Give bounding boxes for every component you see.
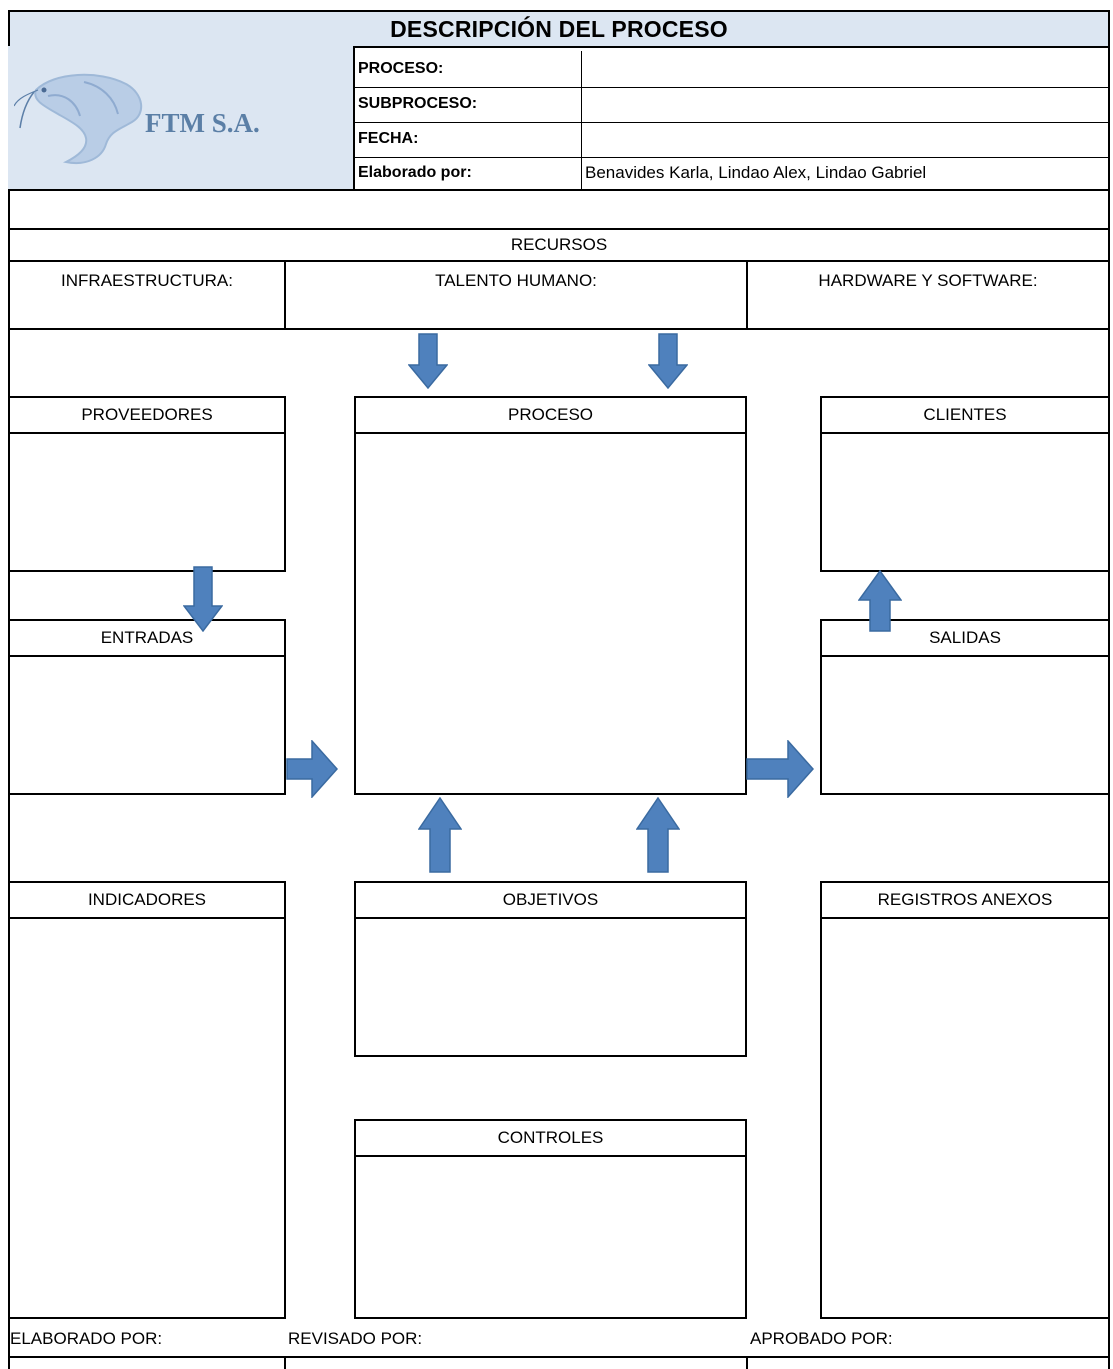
clientes-title: CLIENTES (822, 398, 1108, 434)
proceso-value[interactable] (582, 51, 1110, 88)
arrow-down-icon (648, 333, 688, 389)
registros-anexos-title: REGISTROS ANEXOS (822, 883, 1108, 919)
proceso-label: PROCESO: (355, 51, 582, 88)
footer-row: ELABORADO POR: REVISADO POR: APROBADO PO… (8, 1319, 1110, 1369)
fecha-label: FECHA: (355, 121, 582, 158)
talento-humano-label: TALENTO HUMANO: (435, 271, 597, 290)
fecha-value[interactable] (582, 121, 1110, 158)
company-name: FTM S.A. (145, 108, 260, 138)
controles-title: CONTROLES (356, 1121, 745, 1157)
arrow-up-icon (418, 797, 462, 873)
divider (746, 1356, 748, 1369)
divider (8, 189, 1110, 191)
clientes-box: CLIENTES (820, 396, 1110, 572)
shrimp-icon (14, 73, 142, 164)
salidas-box: SALIDAS (820, 619, 1110, 795)
entradas-title: ENTRADAS (10, 621, 284, 657)
divider (284, 260, 286, 330)
hardware-software-label: HARDWARE Y SOFTWARE: (818, 271, 1038, 290)
entradas-box: ENTRADAS (8, 619, 286, 795)
divider (8, 260, 1110, 262)
arrow-right-icon (746, 740, 814, 798)
divider (8, 228, 1110, 230)
arrow-down-icon (408, 333, 448, 389)
infraestructura-label: INFRAESTRUCTURA: (61, 271, 233, 290)
recursos-title: RECURSOS (510, 235, 608, 254)
divider (8, 1356, 1110, 1358)
proceso-title: PROCESO (356, 398, 745, 434)
elaborado-por-label: ELABORADO POR: (10, 1329, 163, 1348)
proveedores-title: PROVEEDORES (10, 398, 284, 434)
objetivos-title: OBJETIVOS (356, 883, 745, 919)
salidas-title: SALIDAS (822, 621, 1108, 657)
indicadores-title: INDICADORES (10, 883, 284, 919)
objetivos-box: OBJETIVOS (354, 881, 747, 1057)
controles-box: CONTROLES (354, 1119, 747, 1319)
indicadores-box: INDICADORES (8, 881, 286, 1319)
elaborado-label: Elaborado por: (355, 156, 582, 190)
arrow-down-icon (183, 566, 223, 632)
aprobado-por-label: APROBADO POR: (750, 1329, 893, 1348)
arrow-right-icon (286, 740, 338, 798)
divider (746, 260, 748, 330)
subproceso-label: SUBPROCESO: (355, 86, 582, 123)
proceso-box: PROCESO (354, 396, 747, 795)
proveedores-box: PROVEEDORES (8, 396, 286, 572)
arrow-up-icon (858, 570, 902, 632)
elaborado-value[interactable]: Benavides Karla, Lindao Alex, Lindao Gab… (582, 156, 1110, 190)
divider (8, 328, 1110, 330)
registros-anexos-box: REGISTROS ANEXOS (820, 881, 1110, 1319)
page-title: DESCRIPCIÓN DEL PROCESO (8, 10, 1110, 48)
divider (284, 1356, 286, 1369)
subproceso-value[interactable] (582, 86, 1110, 123)
arrow-up-icon (636, 797, 680, 873)
revisado-por-label: REVISADO POR: (288, 1329, 423, 1348)
